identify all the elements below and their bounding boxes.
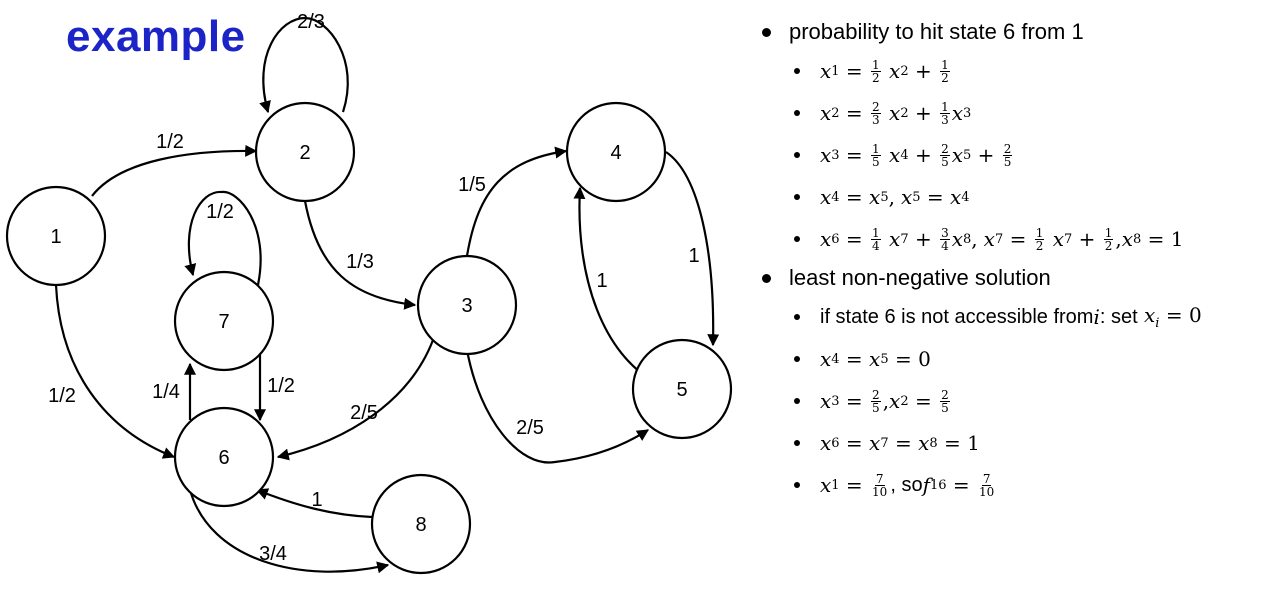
bullet-dot: [794, 236, 800, 242]
node-7: [173, 270, 275, 372]
heading-probability: probability to hit state 6 from 1: [789, 19, 1084, 44]
edge-label-3-4: 1/5: [458, 174, 486, 196]
edge-1-2: [91, 144, 258, 197]
edge-label-7-6: 1/2: [267, 375, 295, 397]
edge-label-5-4: 1: [596, 270, 607, 292]
bullet-heading-least-solution: least non-negative solution: [760, 260, 1270, 296]
bullet-dot: [794, 482, 800, 488]
edge-2-2: [259, 16, 349, 114]
edge-2-3: [303, 200, 417, 310]
node-4: [565, 101, 667, 203]
bullet-dot: [794, 110, 800, 116]
node-label-2: 2: [299, 142, 310, 164]
edge-label-4-5: 1: [688, 245, 699, 267]
bullet-dot: [762, 273, 771, 283]
bullet-heading-probability: probability to hit state 6 from 1: [760, 14, 1270, 50]
rule-inaccessible: if state 6 is not accessible from i: set…: [760, 296, 1270, 338]
bullet-dot: [794, 152, 800, 158]
edge-3-6: [276, 339, 435, 461]
node-2: [254, 101, 356, 203]
edge-label-1-2: 1/2: [156, 131, 184, 153]
node-label-6: 6: [218, 447, 229, 469]
edge-label-1-6: 1/2: [48, 385, 76, 407]
bullet-dot: [794, 194, 800, 200]
edge-7-7: [184, 190, 262, 286]
edge-5-4: [573, 186, 656, 383]
node-8: [370, 473, 472, 575]
edge-label-3-5: 2/5: [516, 417, 544, 439]
edge-label-2-2: 2/3: [297, 11, 325, 33]
slide-title: example: [66, 12, 246, 61]
edge-3-5: [465, 349, 650, 464]
edge-label-6-8: 3/4: [259, 543, 287, 565]
node-6: [173, 406, 275, 508]
bullet-dot: [794, 314, 800, 320]
bullet-dot: [794, 68, 800, 74]
node-3: [416, 254, 518, 356]
edge-6-8: [188, 489, 390, 574]
node-1: [5, 185, 107, 287]
bullet-dot: [794, 356, 800, 362]
edge-label-3-6: 2/5: [350, 402, 378, 424]
edge-8-6: [255, 488, 373, 519]
bullet-dot: [794, 398, 800, 404]
edge-label-7-7: 1/2: [206, 201, 234, 223]
node-5: [631, 338, 733, 440]
markov-chain-graph: 1 2 3 4 5 6 7 8 2/3 1/2 1/2 1/3 1/5 2/5 …: [5, 11, 733, 575]
edge-label-8-6: 1: [311, 489, 322, 511]
edge-4-5: [665, 151, 720, 347]
node-label-8: 8: [415, 514, 426, 536]
node-label-7: 7: [218, 311, 229, 333]
edge-3-4: [465, 146, 568, 257]
bullet-dot: [762, 27, 771, 37]
bullet-dot: [794, 440, 800, 446]
edge-label-6-7: 1/4: [152, 381, 180, 403]
edge-label-2-3: 1/3: [346, 251, 374, 273]
heading-least-solution: least non-negative solution: [789, 265, 1051, 290]
node-label-1: 1: [50, 226, 61, 248]
node-label-5: 5: [676, 379, 687, 401]
node-label-4: 4: [610, 142, 621, 164]
edge-1-6: [54, 284, 176, 459]
node-label-3: 3: [461, 295, 472, 317]
